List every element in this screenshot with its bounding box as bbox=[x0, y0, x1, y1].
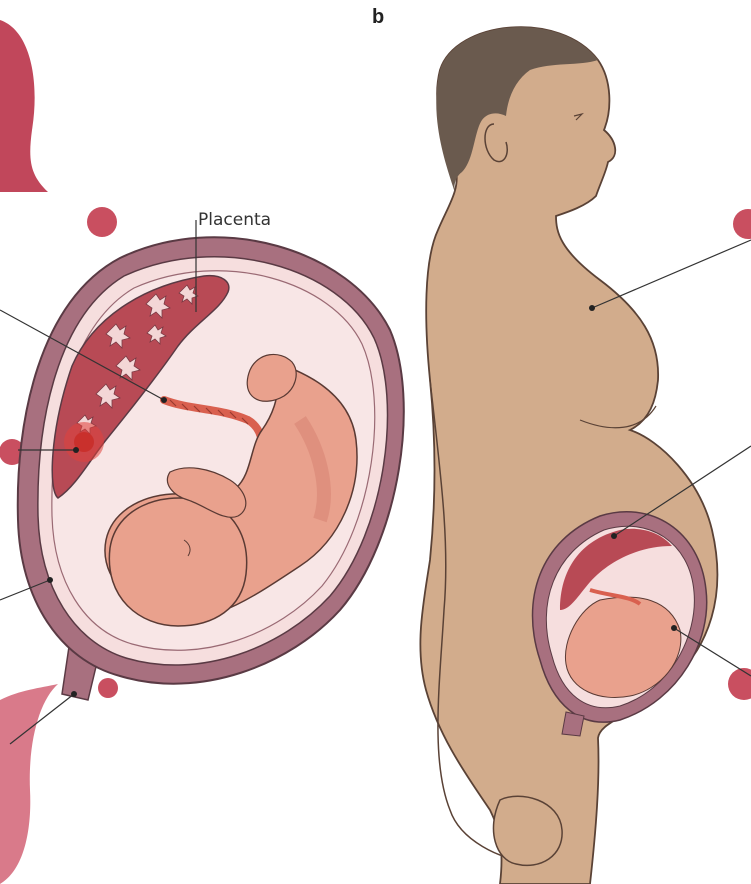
uterus-cross-section bbox=[0, 220, 404, 744]
leader-membrane-dot bbox=[47, 577, 53, 583]
accent-dot-1 bbox=[87, 207, 117, 237]
panel-letter-b: b bbox=[372, 6, 384, 29]
accent-dot-4 bbox=[98, 678, 118, 698]
leader-lesion-dot bbox=[73, 447, 79, 453]
accent-blob-top-left bbox=[0, 20, 48, 192]
leader-breast bbox=[592, 240, 751, 308]
leader-breast-dot bbox=[589, 305, 595, 311]
accent-dot-5 bbox=[728, 668, 751, 700]
pregnant-woman-figure bbox=[420, 27, 751, 884]
belly-cervix bbox=[562, 712, 584, 736]
leader-belly-placenta-dot bbox=[611, 533, 617, 539]
leader-belly-fetus-dot bbox=[671, 625, 677, 631]
leader-cord-dot bbox=[161, 397, 167, 403]
leader-cervix-dot bbox=[71, 691, 77, 697]
accent-dot-2 bbox=[733, 209, 751, 239]
placenta-label: Placenta bbox=[198, 210, 271, 230]
